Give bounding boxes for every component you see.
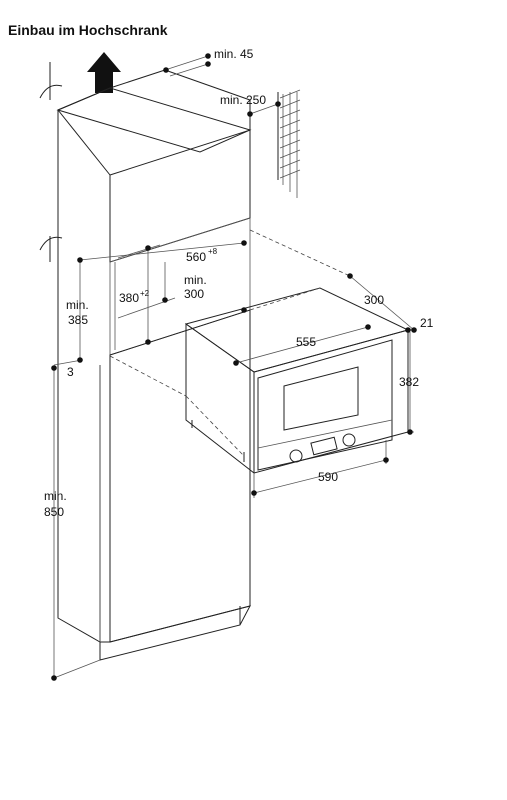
label-appliance-inner-width: 555 [296,335,316,349]
label-niche-width: 560 [186,250,206,264]
label-top-gap: min. 45 [214,47,254,61]
label-offset: 3 [67,365,74,379]
label-appliance-width: 590 [318,470,338,484]
label-side-height-min: min. [66,298,89,312]
label-niche-depth-value: 300 [184,287,204,301]
label-appliance-height: 382 [399,375,419,389]
label-side-height-value: 385 [68,313,88,327]
tall-cabinet [39,62,252,661]
dimension-lines [53,55,415,679]
appliance [184,287,410,475]
label-niche-height-tol: +2 [140,289,150,298]
label-niche-depth-min: min. [184,273,207,287]
label-appliance-front-depth: 21 [420,316,434,330]
label-floor-height-min: min. [44,489,67,503]
wall-hatch [277,89,301,198]
label-floor-height-value: 850 [44,505,64,519]
label-appliance-depth: 300 [364,293,384,307]
label-niche-height: 380 [119,291,139,305]
up-arrow-icon [87,52,121,93]
label-back-gap: min. 250 [220,93,266,107]
dimension-dots [51,53,417,681]
page-title: Einbau im Hochschrank [8,22,168,38]
label-niche-width-tol: +8 [208,247,218,256]
